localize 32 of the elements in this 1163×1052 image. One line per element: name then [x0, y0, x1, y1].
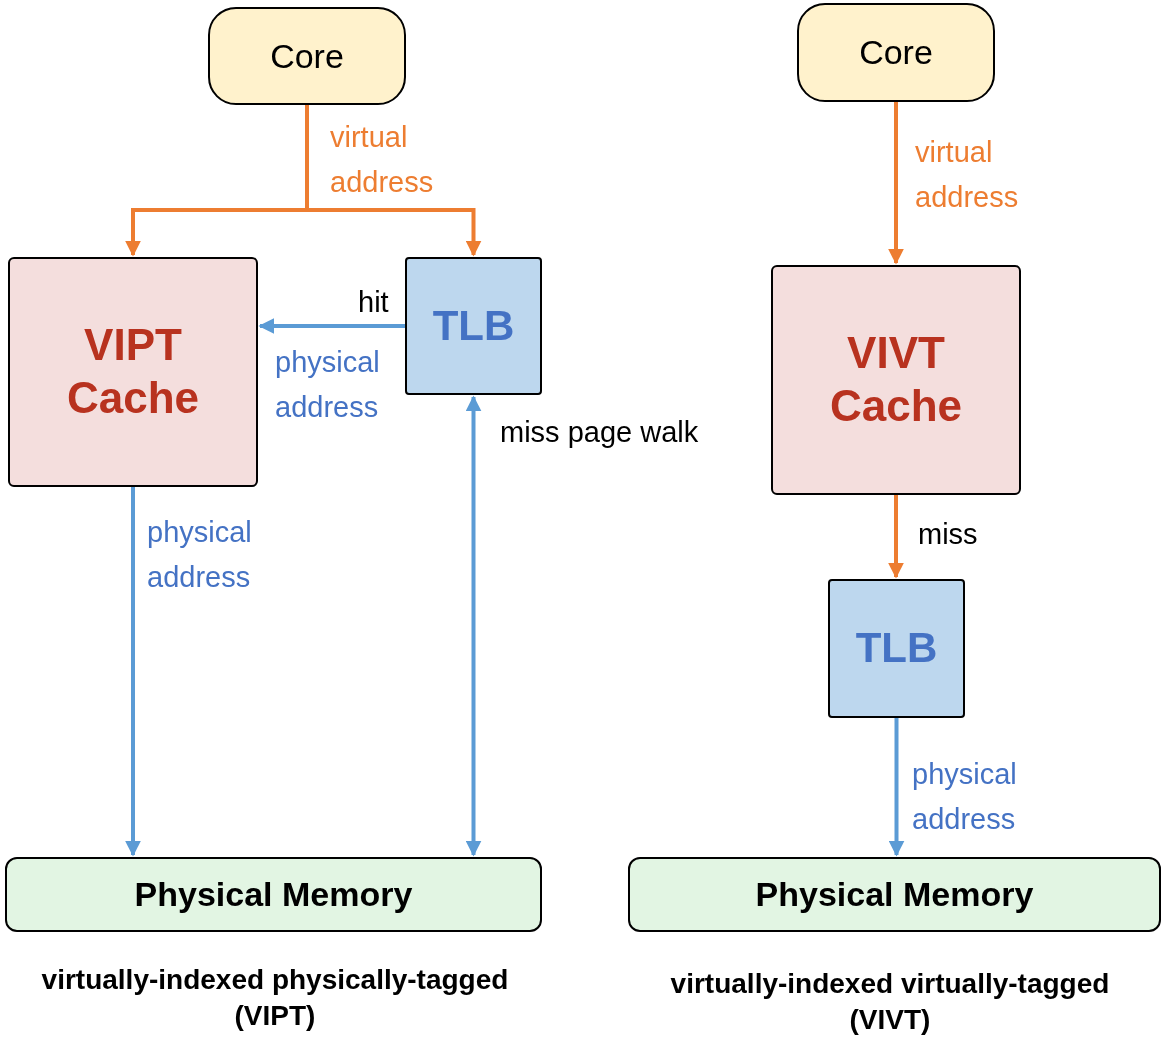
- node-label: Core: [859, 32, 933, 73]
- memory-box: [5, 857, 542, 932]
- diagram-caption: virtually-indexed physically-tagged (VIPT): [40, 963, 510, 1033]
- memory-box: [628, 857, 1161, 932]
- tlb-box: [405, 257, 542, 395]
- tlb-box: [828, 579, 965, 718]
- node-label: VIVT Cache: [828, 327, 964, 432]
- annotation-text: hit: [358, 285, 389, 320]
- node-label: VIPT Cache: [65, 319, 201, 424]
- cache-box: [8, 257, 258, 487]
- node-label: Physical Memory: [755, 874, 1034, 915]
- arrow: [258, 318, 405, 334]
- arrow: [465, 395, 482, 857]
- edge-label: miss page walk: [500, 415, 699, 450]
- node-label: Core: [270, 35, 344, 77]
- node-label: TLB: [855, 623, 938, 674]
- node-label: Physical Memory: [134, 874, 413, 915]
- arrow: [888, 102, 904, 265]
- edge-label: physical address: [147, 515, 253, 595]
- arrow: [888, 718, 905, 857]
- diagram-caption: virtually-indexed virtually-tagged (VIVT): [669, 967, 1111, 1037]
- arrow: [888, 495, 904, 579]
- edge-label: virtual address: [915, 135, 1020, 215]
- arrow: [125, 487, 141, 857]
- core-box: [208, 7, 406, 105]
- core-box: [797, 3, 995, 102]
- node-label: TLB: [432, 300, 515, 351]
- cache-box: [771, 265, 1021, 495]
- edge-label: physical address: [912, 757, 1018, 837]
- edge-label: virtual address: [330, 120, 435, 200]
- edge-label: miss: [918, 517, 978, 552]
- edge-label: physical address: [275, 345, 381, 425]
